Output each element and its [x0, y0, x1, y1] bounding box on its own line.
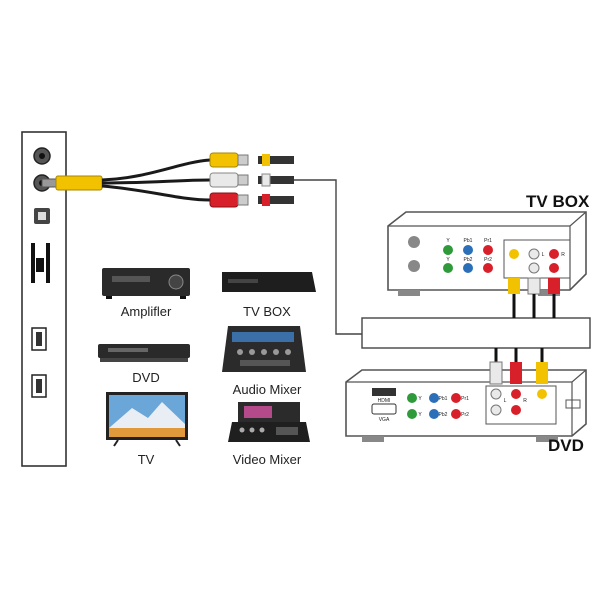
dvd-label-y2: Y — [418, 412, 422, 418]
dvd-label-l: L — [504, 398, 507, 404]
tv-icon — [106, 392, 188, 447]
port-pb — [463, 245, 473, 255]
card-slot — [31, 243, 35, 283]
av-port-red — [549, 249, 559, 259]
dvd-label-r: R — [523, 398, 527, 404]
tv-box-device — [387, 211, 587, 296]
hdmi-port — [372, 388, 396, 396]
tvbox-label-y2: Y — [446, 257, 450, 263]
tv-box-title: TV BOX — [526, 192, 590, 211]
dvd-title: DVD — [548, 436, 584, 455]
video-mixer-icon — [228, 402, 310, 442]
audio-mixer-icon — [222, 326, 306, 372]
dvd-label-pr: Pr1 — [461, 396, 469, 402]
connector-lines — [294, 179, 591, 349]
device-label-video-mixer: Video Mixer — [232, 452, 302, 467]
dvd-label-pb: Pb1 — [439, 396, 448, 402]
vga-port — [371, 403, 397, 415]
device-label-dvd: DVD — [132, 370, 160, 385]
dvd-rca-plugs — [489, 348, 548, 385]
av-cable — [41, 152, 294, 208]
tvbox-label-pb: Pb1 — [464, 238, 473, 244]
device-label-amplifier: Amplifler — [120, 304, 172, 319]
tv-box-icon — [222, 272, 316, 292]
tvbox-label-l: L — [542, 252, 545, 258]
device-label-tv: TV — [137, 452, 155, 467]
tvbox-label-y: Y — [446, 238, 450, 244]
tvbox-label-pb2: Pb2 — [464, 257, 473, 263]
tvbox-label-pr2: Pr2 — [484, 257, 492, 263]
tvbox-label-r: R — [561, 252, 565, 258]
tvbox-rca-plugs — [508, 277, 560, 318]
dvd-label-hdmi: HDMI — [378, 398, 391, 404]
dvd-label-vga: VGA — [379, 417, 390, 423]
dvd-label-pb2: Pb2 — [439, 412, 448, 418]
port-y — [443, 245, 453, 255]
port-pr — [483, 245, 493, 255]
rca-plug-white — [209, 172, 249, 188]
rca-plug-red — [209, 192, 249, 208]
av-port-white — [528, 248, 540, 260]
av-port-yellow — [509, 249, 519, 259]
dvd-player-icon — [98, 344, 190, 362]
rca-extension — [258, 154, 294, 206]
device-label-tv-box: TV BOX — [243, 304, 291, 319]
tvbox-label-pr: Pr1 — [484, 238, 492, 244]
dvd-label-pr2: Pr2 — [461, 412, 469, 418]
dvd-label-y: Y — [418, 396, 422, 402]
device-label-audio-mixer: Audio Mixer — [232, 382, 302, 397]
dvd-device — [345, 369, 587, 442]
amplifier-icon — [102, 268, 190, 299]
rca-plug-yellow — [209, 152, 249, 168]
